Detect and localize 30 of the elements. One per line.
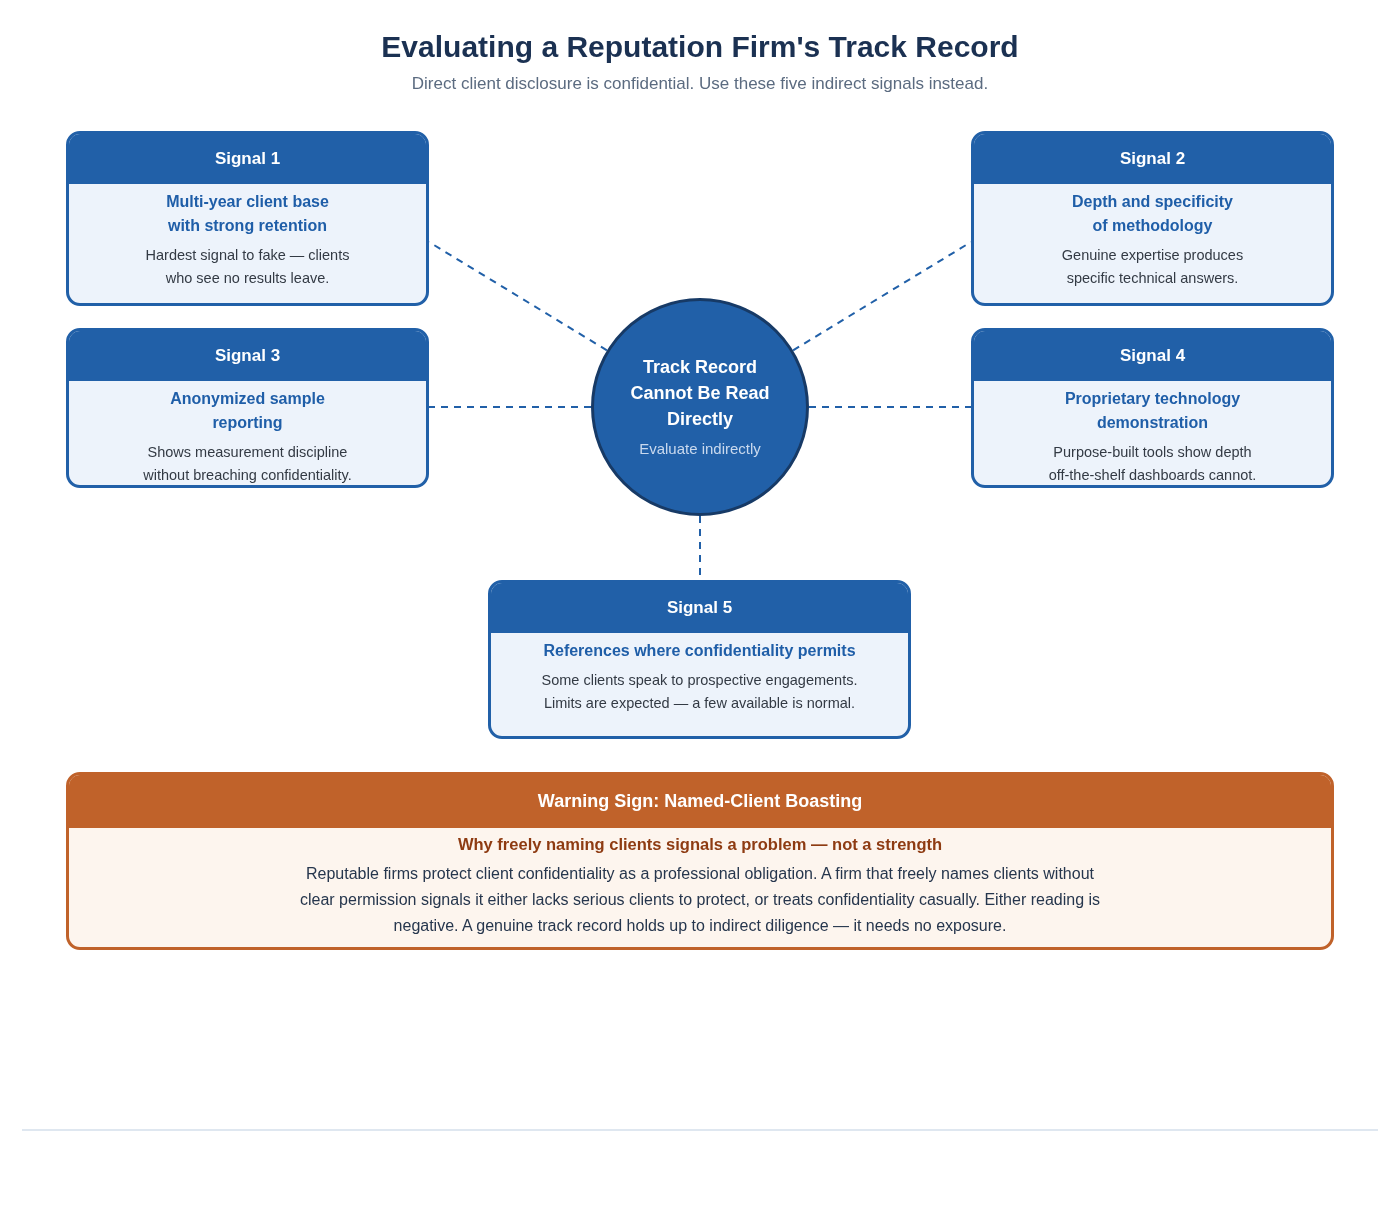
card-subtitle: Proprietary technology demonstration xyxy=(1063,389,1242,433)
card-title: Signal 3 xyxy=(214,345,281,368)
card-title: Signal 4 xyxy=(1119,345,1186,368)
warning-card xyxy=(66,772,1334,950)
signal-card xyxy=(971,328,1334,488)
signal-card xyxy=(66,131,429,306)
card-subtitle: Multi-year client base with strong retention xyxy=(165,192,330,236)
card-text: Genuine expertise produces specific technical answers. xyxy=(1060,246,1245,288)
diagram-subtitle: Direct client disclosure is confidential. Use these five indirect signals instead. xyxy=(411,73,989,95)
warning-subtitle: Why freely naming clients signals a problem — not a strength xyxy=(457,834,943,855)
card-text: Some clients speak to prospective engagements. Limits are expected — a few available is normal. xyxy=(540,671,859,713)
dashed-connector xyxy=(808,406,972,408)
card-text: Purpose-built tools show depth off-the-shelf dashboards cannot. xyxy=(1047,443,1258,485)
card-subtitle: References where confidentiality permits xyxy=(543,641,856,661)
card-subtitle: Depth and specificity of methodology xyxy=(1071,192,1234,236)
warning-title: Warning Sign: Named-Client Boasting xyxy=(537,790,863,813)
signal-card xyxy=(488,580,911,739)
card-text: Hardest signal to fake — clients who see no results leave. xyxy=(144,246,351,288)
signal-card xyxy=(66,328,429,488)
signal-card xyxy=(971,131,1334,306)
card-text: Shows measurement discipline without breaching confidentiality. xyxy=(142,443,353,485)
diagram-title: Evaluating a Reputation Firm's Track Record xyxy=(381,29,1019,65)
card-title: Signal 5 xyxy=(666,597,733,620)
card-title: Signal 1 xyxy=(214,148,281,171)
dashed-connector xyxy=(428,406,592,408)
warning-text: Reputable firms protect client confidentiality as a professional obligation. A firm that freely names clients without clear permission signals it either lacks serious clients to protect, or treats confidentiality casually. Either reading is negative. A genuine track record holds up to indirect diligence — it needs no exposure. xyxy=(298,864,1102,936)
card-subtitle: Anonymized sample reporting xyxy=(169,389,326,433)
card-title: Signal 2 xyxy=(1119,148,1186,171)
center-title: Track Record Cannot Be Read Directly xyxy=(629,356,771,431)
center-subtitle: Evaluate indirectly xyxy=(639,439,761,459)
